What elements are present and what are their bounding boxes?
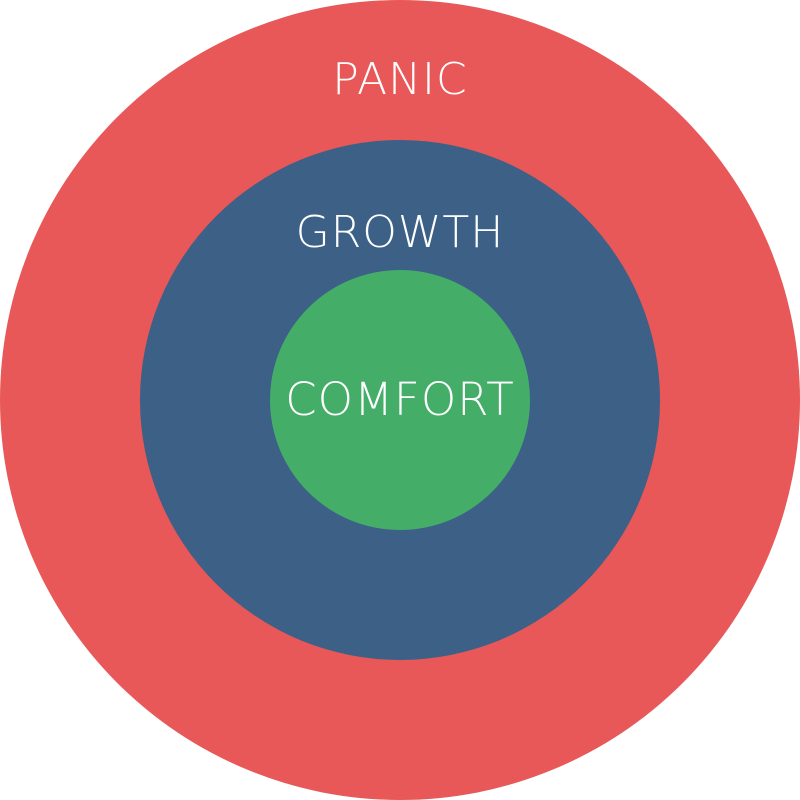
comfort-zone-circle (270, 270, 530, 530)
comfort-zone-label: COMFORT (285, 373, 515, 426)
growth-zone-label: GROWTH (295, 207, 505, 258)
panic-zone-label: PANIC (332, 54, 468, 105)
